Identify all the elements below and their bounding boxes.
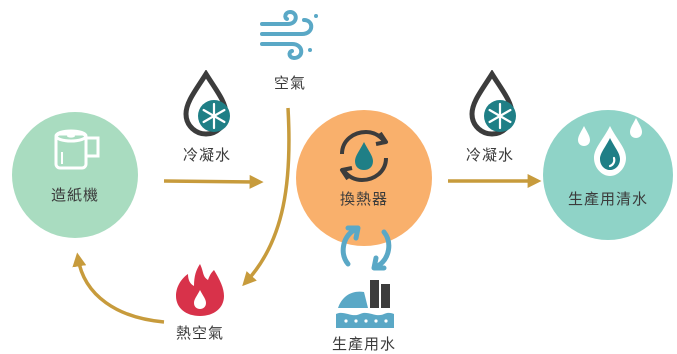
process-water-label: 生產用水 — [331, 335, 397, 353]
arrow-machine-to-exchanger — [163, 174, 264, 189]
hot-air-label: 熱空氣 — [175, 324, 225, 342]
fire-icon — [176, 264, 224, 316]
air-label: 空氣 — [273, 74, 307, 92]
paper-roll-icon — [54, 129, 100, 170]
clean-water-label: 生產用清水 — [567, 190, 649, 208]
arrow-air-to-exchanger — [242, 107, 291, 287]
water-drop-snowflake-icon — [183, 70, 230, 137]
condensate-left-label: 冷凝水 — [182, 146, 232, 164]
paper-machine-label: 造紙機 — [50, 186, 100, 204]
wind-icon — [260, 10, 318, 61]
water-drop-snowflake-icon — [469, 70, 516, 137]
condensate-right-label: 冷凝水 — [465, 146, 515, 164]
exchange-arrows-icon — [340, 225, 392, 271]
recycle-drop-icon — [340, 129, 388, 183]
arrow-hotair-to-machine — [72, 252, 165, 324]
factory-water-icon — [336, 280, 394, 328]
water-drops-icon — [578, 118, 642, 176]
heat-exchanger-label: 換熱器 — [339, 190, 389, 208]
